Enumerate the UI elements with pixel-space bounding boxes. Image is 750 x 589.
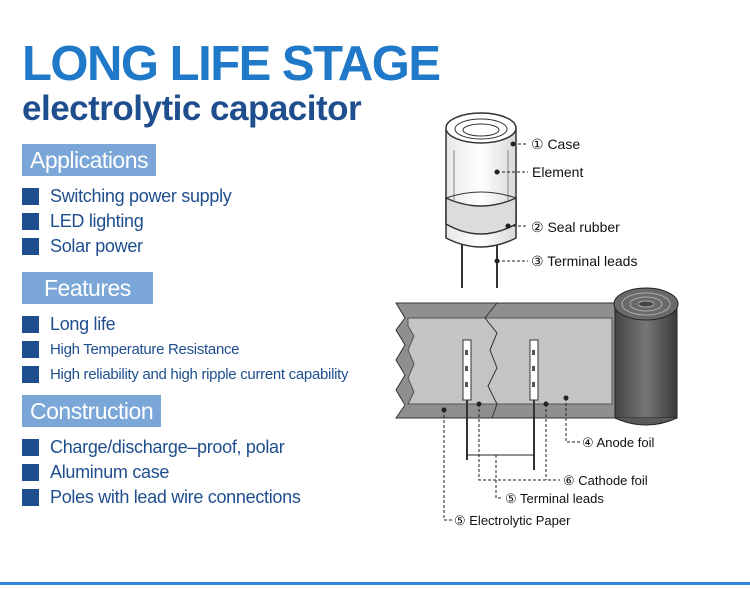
construction-section: Construction Charge/discharge–proof, pol…	[22, 395, 301, 510]
list-item: High reliability and high ripple current…	[22, 362, 349, 387]
bullet-square-icon	[22, 238, 39, 255]
winding-callouts	[441, 395, 580, 521]
bullet-square-icon	[22, 464, 39, 481]
label-electrolytic-paper: ⑤ Electrolytic Paper	[454, 513, 571, 528]
bullet-square-icon	[22, 439, 39, 456]
construction-heading: Construction	[22, 395, 162, 427]
bullet-square-icon	[22, 489, 39, 506]
list-item: Switching power supply	[22, 184, 232, 209]
bottom-divider	[0, 582, 750, 585]
list-item-label: High Temperature Resistance	[50, 341, 240, 358]
label-terminal-leads-can: ③ Terminal leads	[531, 253, 637, 269]
label-terminal-leads-winding: ⑤ Terminal leads	[505, 491, 604, 506]
applications-list: Switching power supply LED lighting Sola…	[22, 184, 232, 259]
list-item-label: Aluminum case	[50, 462, 170, 482]
page-subtitle: electrolytic capacitor	[22, 89, 362, 128]
bullet-square-icon	[22, 316, 39, 333]
list-item-label: LED lighting	[50, 211, 144, 231]
page-title: LONG LIFE STAGE	[22, 37, 441, 91]
applications-heading: Applications	[22, 144, 157, 176]
bullet-square-icon	[22, 341, 39, 358]
construction-list: Charge/discharge–proof, polar Aluminum c…	[22, 435, 301, 510]
list-item-label: Long life	[50, 314, 116, 334]
bullet-square-icon	[22, 366, 39, 383]
list-item: Solar power	[22, 234, 232, 259]
label-element: Element	[532, 164, 583, 180]
list-item-label: Charge/discharge–proof, polar	[50, 437, 285, 457]
list-item-label: High reliability and high ripple current…	[50, 366, 349, 383]
capacitor-can-illustration	[445, 112, 517, 288]
list-item-label: Switching power supply	[50, 186, 232, 206]
capacitor-callouts	[494, 141, 528, 264]
wound-element-illustration	[395, 287, 679, 470]
list-item: LED lighting	[22, 209, 232, 234]
features-section: Features Long life High Temperature Resi…	[22, 272, 349, 387]
label-anode-foil: ④ Anode foil	[582, 435, 654, 450]
label-seal-rubber: ② Seal rubber	[531, 219, 620, 235]
features-heading: Features	[22, 272, 153, 304]
features-list: Long life High Temperature Resistance Hi…	[22, 312, 349, 387]
applications-section: Applications Switching power supply LED …	[22, 144, 232, 259]
list-item: Aluminum case	[22, 460, 301, 485]
diagram-labels: ① Case Element ② Seal rubber ③ Terminal …	[454, 136, 654, 528]
list-item: Poles with lead wire connections	[22, 485, 301, 510]
list-item-label: Solar power	[50, 236, 143, 256]
label-case: ① Case	[531, 136, 580, 152]
list-item: High Temperature Resistance	[22, 337, 348, 362]
list-item: Charge/discharge–proof, polar	[22, 435, 301, 460]
bullet-square-icon	[22, 188, 39, 205]
bullet-square-icon	[22, 213, 39, 230]
list-item: Long life	[22, 312, 348, 337]
label-cathode-foil: ⑥ Cathode foil	[563, 473, 648, 488]
list-item-label: Poles with lead wire connections	[50, 487, 301, 507]
